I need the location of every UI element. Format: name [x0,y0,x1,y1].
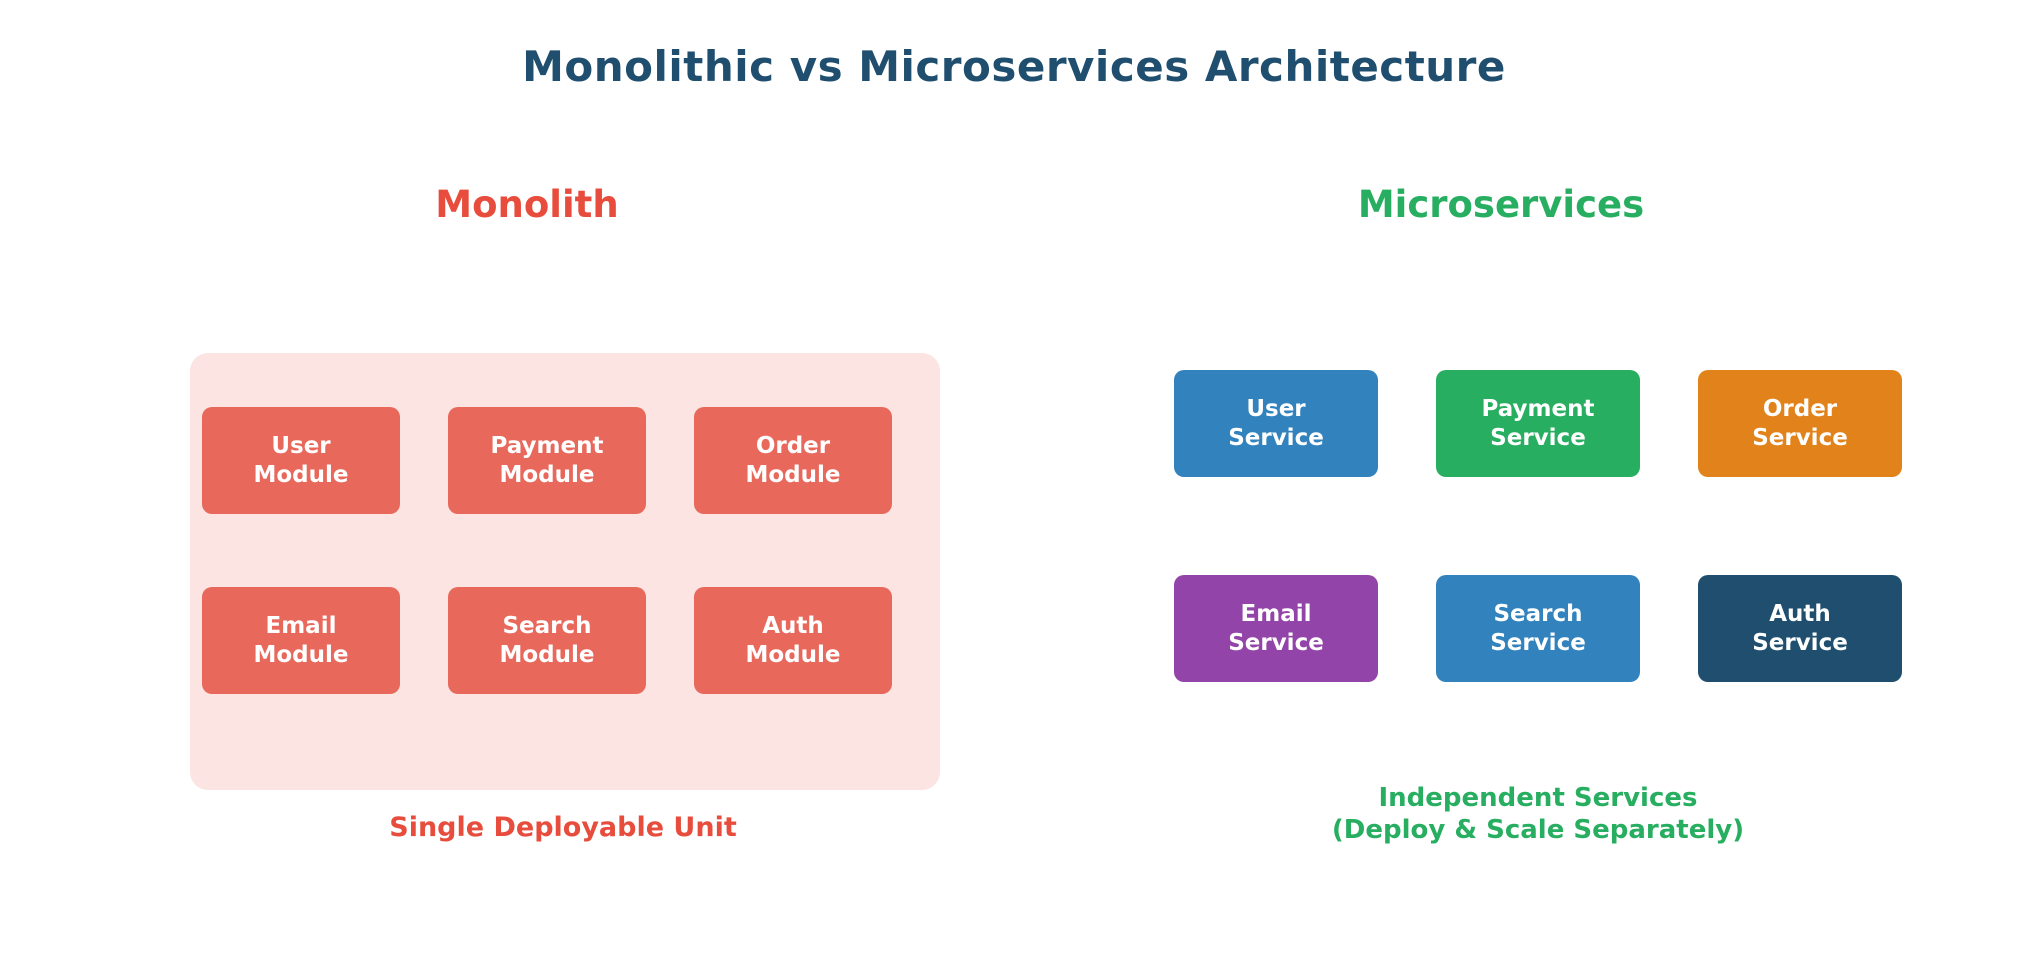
microservices-caption: Independent Services (Deploy & Scale Sep… [1331,783,1745,845]
diagram-title: Monolithic vs Microservices Architecture [522,42,1506,91]
service-box-search: Search Service [1436,575,1640,682]
service-box-user: User Service [1174,370,1378,477]
module-box-auth: Auth Module [694,587,892,694]
service-box-auth: Auth Service [1698,575,1902,682]
service-box-email: Email Service [1174,575,1378,682]
monolith-container: User Module Payment Module Order Module … [190,353,940,790]
monolith-section-header: Monolith [435,183,619,226]
module-box-email: Email Module [202,587,400,694]
module-box-payment: Payment Module [448,407,646,514]
service-box-order: Order Service [1698,370,1902,477]
module-box-search: Search Module [448,587,646,694]
microservices-section-header: Microservices [1357,183,1645,226]
monolith-caption: Single Deployable Unit [389,812,737,843]
service-box-payment: Payment Service [1436,370,1640,477]
module-box-order: Order Module [694,407,892,514]
module-box-user: User Module [202,407,400,514]
